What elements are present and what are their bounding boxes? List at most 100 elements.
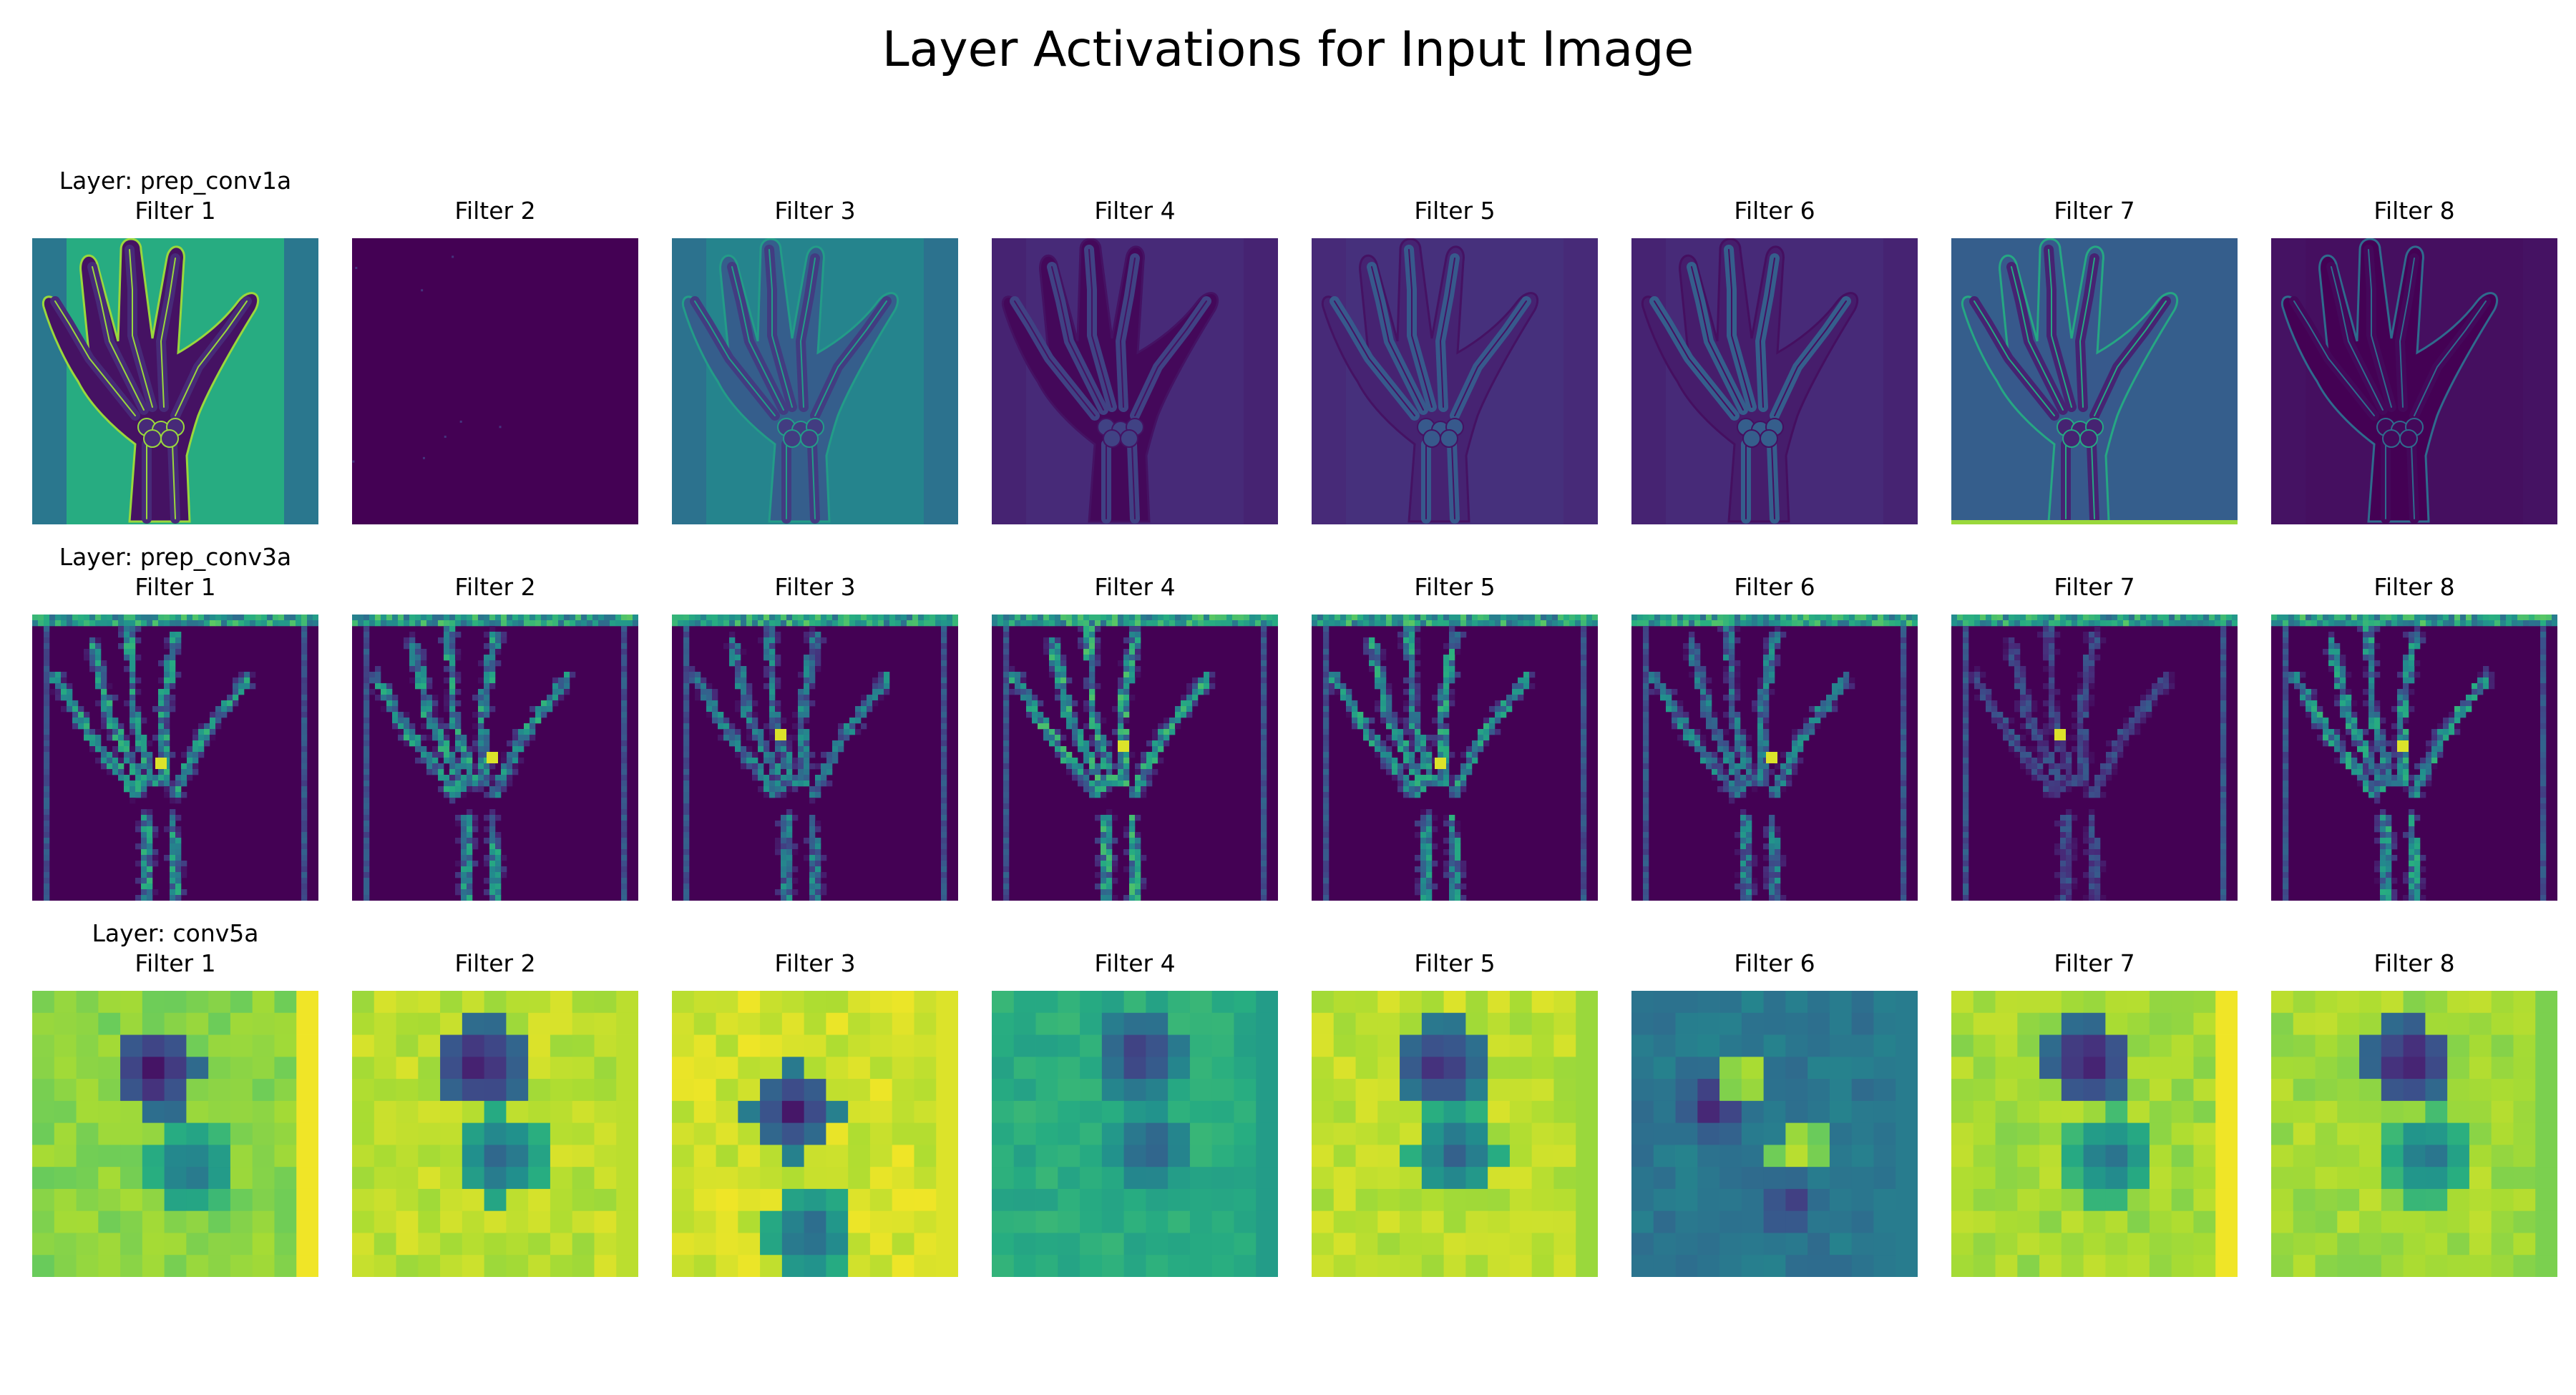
heatmap-cell — [1261, 826, 1267, 833]
heatmap-cell — [175, 798, 182, 804]
heatmap-cell — [832, 758, 839, 764]
heatmap-cell — [2346, 763, 2352, 770]
heatmap-cell — [1581, 700, 1587, 707]
heatmap-cell — [1409, 712, 1415, 718]
heatmap-cell — [1261, 718, 1267, 724]
heatmap-cell — [261, 615, 268, 621]
heatmap-cell — [1455, 849, 1461, 856]
heatmap-cell — [301, 855, 308, 861]
filter-label: Filter 6 — [1734, 197, 1815, 225]
heatmap-cell — [1438, 718, 1444, 724]
heatmap-cell — [1426, 849, 1433, 856]
heatmap-cell — [1643, 643, 1649, 650]
heatmap-cell — [1055, 615, 1061, 621]
heatmap-cell — [449, 643, 456, 650]
heatmap-cell — [1055, 666, 1061, 672]
heatmap-cell — [1009, 666, 1015, 672]
heatmap-cell — [1963, 843, 1969, 850]
heatmap-cell — [535, 712, 542, 718]
heatmap-cell — [941, 689, 947, 695]
heatmap-cell — [735, 746, 741, 753]
heatmap-cell — [815, 643, 821, 650]
heatmap-cell — [1723, 729, 1729, 735]
heatmap-cell — [1375, 643, 1381, 650]
heatmap-cell — [2220, 775, 2227, 781]
heatmap-cell — [1786, 615, 1792, 621]
heatmap-cell — [941, 700, 947, 707]
heatmap-cell — [878, 620, 884, 627]
heatmap-cell — [1072, 712, 1078, 718]
heatmap-cell — [49, 615, 56, 621]
heatmap-cell — [1575, 615, 1581, 621]
heatmap-cell — [2552, 620, 2557, 627]
heatmap-cell — [815, 775, 821, 781]
heatmap-cell — [512, 769, 519, 775]
heatmap-cell — [1335, 615, 1341, 621]
heatmap-cell — [467, 786, 473, 793]
heatmap-cell — [1141, 792, 1147, 798]
heatmap-cell — [758, 615, 764, 621]
heatmap-cell — [735, 683, 741, 690]
heatmap-cell — [2340, 758, 2346, 764]
bone-edge — [1088, 249, 1113, 408]
heatmap-cell — [364, 821, 370, 827]
heatmap-cell — [941, 786, 947, 793]
heatmap-cell — [170, 855, 176, 861]
heatmap-cell — [1581, 695, 1587, 701]
heatmap-cell — [558, 677, 565, 684]
heatmap-cell — [2077, 689, 2084, 695]
heatmap-cell — [2049, 637, 2055, 644]
heatmap-cell — [478, 718, 484, 724]
heatmap-cell — [1261, 815, 1267, 821]
heatmap-cell — [2340, 655, 2346, 661]
heatmap-cell — [1712, 735, 1718, 741]
heatmap-cell — [455, 769, 462, 775]
heatmap-cell — [1089, 723, 1096, 730]
heatmap-cell — [2112, 758, 2118, 764]
heatmap-cell — [718, 723, 724, 730]
heatmap-cell — [804, 700, 810, 707]
heatmap-cell — [1015, 689, 1021, 695]
heatmap-cell — [501, 780, 507, 787]
heatmap-cell — [1797, 746, 1804, 753]
heatmap-cell — [1129, 884, 1136, 890]
heatmap-cell — [364, 740, 370, 747]
heatmap-cell — [2386, 615, 2392, 621]
heatmap-cell — [1060, 677, 1067, 684]
heatmap-cell — [1112, 615, 1118, 621]
heatmap-cell — [804, 655, 810, 661]
heatmap-cell — [175, 843, 182, 850]
heatmap-cell — [118, 735, 125, 741]
heatmap-cell — [1997, 615, 2004, 621]
heatmap-cell — [158, 689, 165, 695]
heatmap-cell — [1323, 878, 1330, 884]
heatmap-cell — [1763, 649, 1770, 655]
heatmap-cell — [1426, 769, 1433, 775]
heatmap-cell — [95, 655, 102, 661]
heatmap-cell — [1386, 723, 1392, 730]
heatmap-cell — [2340, 706, 2346, 713]
heatmap-cell — [181, 615, 187, 621]
heatmap-cell — [2060, 780, 2067, 787]
heatmap-cell — [1581, 780, 1587, 787]
heatmap-cell — [1717, 615, 1724, 621]
heatmap-cell — [723, 723, 730, 730]
heatmap-cell — [1032, 712, 1038, 718]
heatmap-cell — [815, 763, 821, 770]
heatmap-cell — [1991, 615, 1998, 621]
heatmap-cell — [1369, 718, 1375, 724]
heatmap-cell — [758, 763, 764, 770]
heatmap-cell — [683, 872, 690, 878]
heatmap-cell — [2157, 677, 2164, 684]
heatmap-cell — [135, 689, 142, 695]
heatmap-cell — [1409, 632, 1415, 638]
heatmap-cell — [1123, 718, 1130, 724]
heatmap-cell — [2220, 735, 2227, 741]
heatmap-cell — [313, 620, 318, 627]
heatmap-cell — [781, 889, 787, 896]
heatmap-cell — [838, 735, 844, 741]
heatmap-cell — [472, 815, 479, 821]
heatmap-cell — [1375, 672, 1381, 678]
heatmap-cell — [1375, 700, 1381, 707]
heatmap-cell — [1146, 763, 1153, 770]
